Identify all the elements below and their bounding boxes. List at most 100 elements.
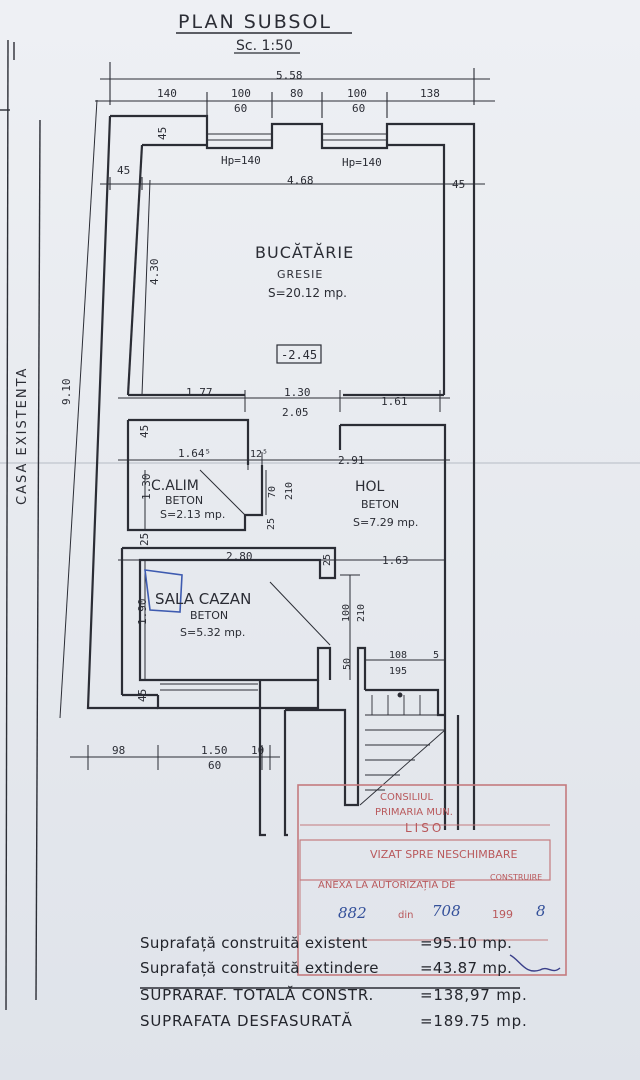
windows <box>160 133 387 691</box>
dim-boiler-height: 1.90 <box>136 599 149 626</box>
dim-wall-left: 45 <box>117 164 130 177</box>
dim-wall-25a: 25 <box>266 518 277 530</box>
room-name-kitchen: BUCĂTĂRIE <box>255 243 354 262</box>
dim-door-210b: 210 <box>356 604 367 622</box>
dim-stair-108: 108 <box>389 650 407 661</box>
dim-stair-50: 50 <box>342 658 353 670</box>
dim-segment-5: 138 <box>420 87 440 100</box>
room-finish-kitchen: GRESIE <box>277 268 323 281</box>
room-finish-calim: BETON <box>165 494 203 507</box>
stamp-line-3: LISO <box>405 821 444 835</box>
summary-value-extension: =43.87 mp. <box>420 959 513 977</box>
stamp-year-end: 8 <box>536 902 546 920</box>
dim-stair-195: 195 <box>389 666 407 677</box>
plan-scale: Sc. 1:50 <box>236 38 293 54</box>
stamp-line-6: CONSTRUIRE <box>490 873 542 882</box>
stamp-date: 708 <box>432 902 461 920</box>
stamp-nr: 882 <box>338 904 367 922</box>
dim-mid-3: 2.05 <box>282 406 309 419</box>
summary-label-existing: Suprafață construită existent <box>140 934 368 952</box>
room-area-sala: S=5.32 mp. <box>180 626 245 639</box>
room-name-calim: C.ALIM <box>151 478 199 494</box>
plan-title: PLAN SUBSOL <box>178 11 332 33</box>
dim-overall-width: 5.58 <box>276 69 303 82</box>
room-name-hol: HOL <box>355 479 385 495</box>
bottom-dimension-lines <box>70 745 280 770</box>
dim-wall-top: 45 <box>156 127 169 140</box>
stamp-line-4: VIZAT SPRE NESCHIMBARE <box>370 848 517 861</box>
summary-row-existing: Suprafață construită existent =95.10 mp. <box>140 934 512 952</box>
dim-stair-5: 5 <box>433 650 439 661</box>
summary-row-developed: SUPRAFATA DESFASURATĂ =189.75 mp. <box>140 1012 527 1030</box>
dim-door-100: 100 <box>341 604 352 622</box>
dim-sala-width: 2.80 <box>226 550 253 563</box>
signature-mark <box>509 954 561 972</box>
sill-height-right: Hp=140 <box>342 156 382 169</box>
dim-window-1: 60 <box>234 102 247 115</box>
summary-value-total: =138,97 mp. <box>420 986 528 1004</box>
dim-mid-4: 1.61 <box>381 395 408 408</box>
stamp-din: din <box>398 910 413 921</box>
room-area-calim: S=2.13 mp. <box>160 508 225 521</box>
summary-label-extension: Suprafață construită extindere <box>140 959 379 977</box>
dim-bottom-4: 60 <box>208 759 221 772</box>
stamp-year: 199 <box>492 908 513 921</box>
dim-kitchen-height: 4.30 <box>148 259 161 286</box>
dim-mid-2: 1.30 <box>284 386 311 399</box>
dim-bottom-2: 1.50 <box>201 744 228 757</box>
sill-height-left: Hp=140 <box>221 154 261 167</box>
summary-value-developed: =189.75 mp. <box>420 1012 528 1030</box>
dim-mid-1: 1.77 <box>186 386 213 399</box>
dim-window-2: 60 <box>352 102 365 115</box>
dim-total-height: 9.10 <box>60 379 73 406</box>
dim-bottom-1: 98 <box>112 744 125 757</box>
dim-door-70: 70 <box>267 486 278 498</box>
room-finish-hol: BETON <box>361 498 399 511</box>
sala-dim-lines <box>118 559 445 680</box>
door-swing-calim <box>199 469 246 516</box>
room-finish-sala: BETON <box>190 609 228 622</box>
left-dimension-lines <box>59 99 151 719</box>
summary-label-developed: SUPRAFATA DESFASURATĂ <box>140 1012 353 1030</box>
dim-hol-lower: 1.63 <box>382 554 409 567</box>
dim-mid-wall: 45 <box>138 425 151 438</box>
mid-dimension-lines <box>118 390 450 412</box>
dim-calim-width: 1.64⁵ <box>178 447 211 460</box>
stamp-line-5: ANEXA LA AUTORIZAȚIA DE <box>318 880 455 891</box>
summary-value-existing: =95.10 mp. <box>420 934 513 952</box>
dim-segment-2: 100 <box>231 87 251 100</box>
area-summary: Suprafață construită existent =95.10 mp.… <box>140 934 620 1044</box>
dim-hol-width: 2.91 <box>338 454 365 467</box>
dim-storage-height: 1.30 <box>140 474 153 501</box>
summary-label-total: SUPRARAF. TOTALĂ CONSTR. <box>140 986 375 1004</box>
dim-wall-25b: 25 <box>322 554 333 566</box>
door-swing-sala <box>269 581 331 646</box>
room-name-sala: SALA CAZAN <box>155 590 251 608</box>
dim-wall-right: 45 <box>452 178 465 191</box>
dim-segment-4: 100 <box>347 87 367 100</box>
dim-bottom-3: 10 <box>251 744 264 757</box>
room-area-hol: S=7.29 mp. <box>353 516 418 529</box>
level-mark: -2.45 <box>281 348 317 362</box>
dim-segment-1: 140 <box>157 87 177 100</box>
summary-row-total: SUPRARAF. TOTALĂ CONSTR. =138,97 mp. <box>140 986 527 1004</box>
level-mark-box <box>276 344 322 364</box>
dim-small-wall: 12⁵ <box>250 449 268 460</box>
dim-door-210: 210 <box>284 482 295 500</box>
pen-mark-box <box>144 569 183 613</box>
dim-interior-width: 4.68 <box>287 174 314 187</box>
summary-row-extension: Suprafață construită extindere =43.87 mp… <box>140 959 512 977</box>
stamp-line-2: PRIMARIA MUN. <box>375 807 453 818</box>
dim-segment-3: 80 <box>290 87 303 100</box>
approval-stamp <box>297 784 567 976</box>
stamp-line-1: CONSILIUL <box>380 792 433 803</box>
existing-house-label: CASA EXISTENTA <box>15 367 30 505</box>
staircase <box>359 692 446 806</box>
top-dimension-lines <box>95 62 495 190</box>
dim-mid-wall-2: 25 <box>138 533 151 546</box>
existing-house-lines <box>0 39 41 1011</box>
upper-inner-dim-lines <box>118 452 450 515</box>
dim-bottom-wall: 45 <box>136 689 149 702</box>
room-area-kitchen: S=20.12 mp. <box>268 286 347 300</box>
